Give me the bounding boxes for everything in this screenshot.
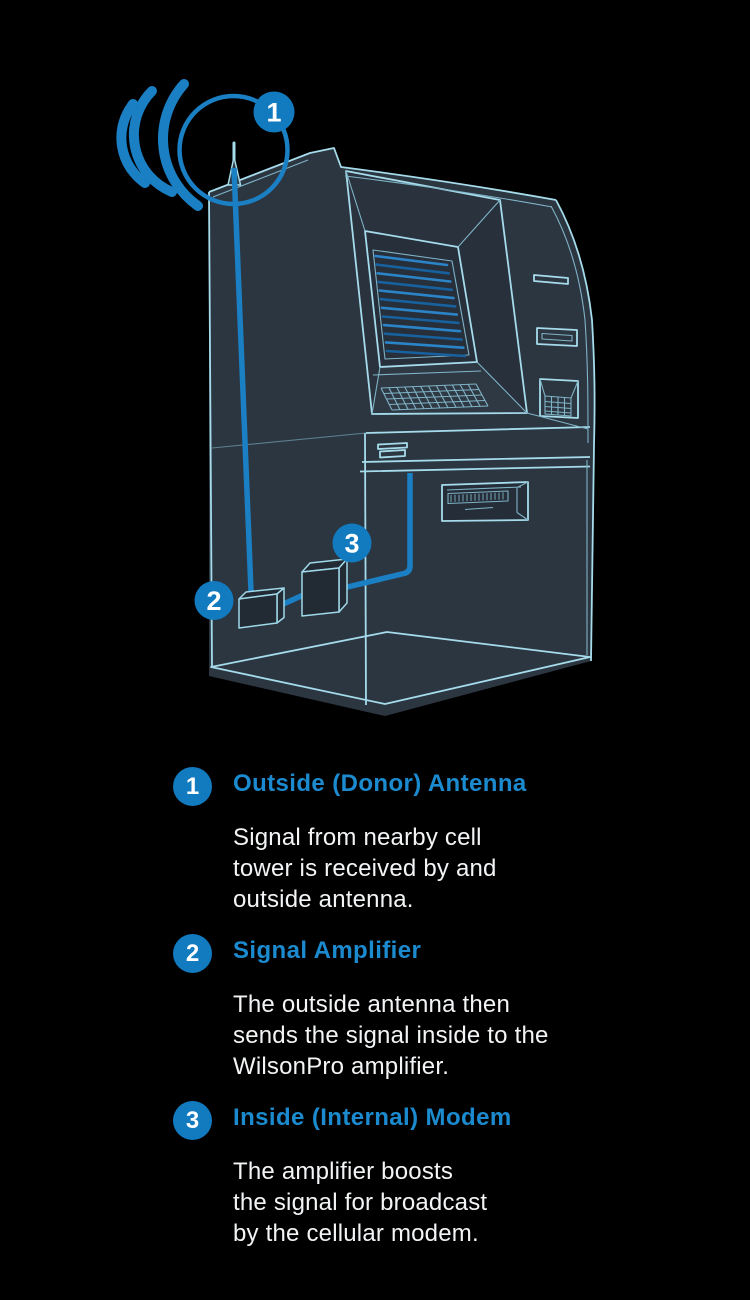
atm-top-edge bbox=[208, 147, 557, 201]
top-right-rim-line bbox=[344, 175, 553, 208]
side-keypad-corners bbox=[539, 378, 579, 399]
fascia-divider-lines bbox=[359, 426, 591, 473]
cabinet-mid-edge bbox=[364, 432, 367, 706]
svg-text:1: 1 bbox=[266, 98, 281, 128]
screen-display-lines bbox=[374, 254, 467, 358]
amplifier-box bbox=[238, 587, 285, 629]
atm-right-edge bbox=[555, 199, 596, 662]
side-keypad-grid bbox=[544, 396, 572, 416]
callout-2-badge: 2 bbox=[194, 581, 234, 620]
dispenser-hatch-band bbox=[447, 490, 509, 505]
head-bottom-right-line bbox=[526, 412, 589, 430]
svg-text:3: 3 bbox=[344, 529, 359, 559]
svg-text:2: 2 bbox=[206, 586, 221, 616]
legend-title-2: Signal Amplifier bbox=[233, 937, 422, 964]
callout-3-badge: 3 bbox=[332, 523, 372, 563]
legend-badge-3: 3 bbox=[173, 1101, 212, 1140]
top-rim-line bbox=[212, 159, 309, 198]
receipt-slot bbox=[379, 449, 406, 459]
legend-badge-2: 2 bbox=[173, 934, 212, 973]
cable-modem-to-dispenser bbox=[338, 473, 413, 592]
side-slot bbox=[533, 274, 569, 285]
keyboard-shelf-line bbox=[372, 370, 482, 376]
receipt-slot-top bbox=[377, 442, 408, 450]
cable-antenna-to-amplifier bbox=[231, 167, 254, 592]
card-reader-inner-slot bbox=[541, 332, 573, 342]
legend-badge-1: 1 bbox=[173, 767, 212, 806]
callout-1-badge: 1 bbox=[253, 91, 295, 133]
card-reader-slot bbox=[536, 327, 578, 347]
tunnel-corner-lines bbox=[345, 170, 528, 415]
antenna-ring bbox=[177, 93, 290, 207]
dispenser-hatch-ticks bbox=[450, 492, 504, 502]
legend-description-2: The outside antenna then sends the signa… bbox=[233, 991, 549, 1080]
screen-inner-frame bbox=[372, 249, 470, 360]
cabinet-floor bbox=[210, 631, 591, 705]
side-keypad-keys-frame bbox=[544, 395, 572, 417]
dispenser-inner-lines bbox=[446, 481, 529, 521]
side-keypad-frame bbox=[539, 378, 579, 419]
screen-recess-shading bbox=[346, 171, 528, 521]
legend-description-3: The amplifier boosts the signal for broa… bbox=[233, 1158, 488, 1247]
keyboard-col-lines bbox=[380, 383, 489, 411]
right-inner-curve bbox=[550, 205, 589, 444]
legend-title-3: Inside (Internal) Modem bbox=[233, 1104, 512, 1131]
head-bottom-left-line bbox=[211, 432, 367, 449]
legend-title-1: Outside (Donor) Antenna bbox=[233, 770, 527, 797]
atm-wireframe-detail bbox=[211, 159, 589, 655]
legend-description-1: Signal from nearby cell tower is receive… bbox=[233, 824, 497, 913]
signal-waves-icon bbox=[116, 79, 203, 211]
modem-box bbox=[301, 558, 348, 617]
